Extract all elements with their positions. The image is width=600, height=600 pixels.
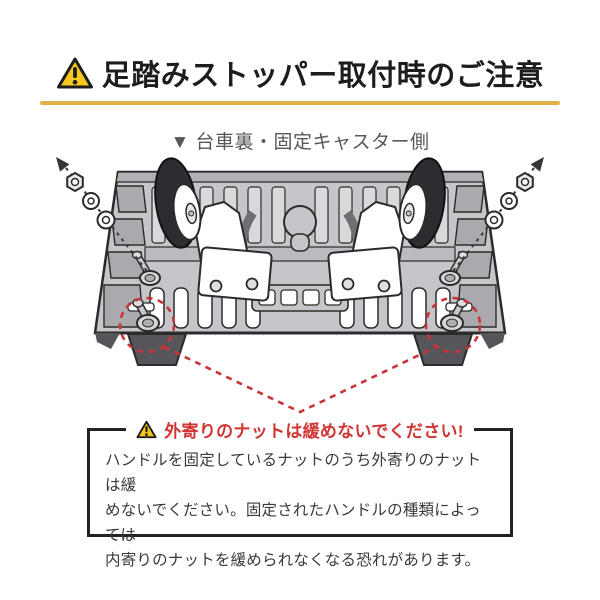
right-plate-bolt: [341, 277, 355, 291]
right-fixed-caster: [327, 157, 446, 302]
diagram-caption: ▼ 台車裏・固定キャスター側: [170, 132, 430, 153]
left-plate-bolt: [245, 277, 259, 291]
page-title: 足踏みストッパー取付時のご注意: [101, 60, 545, 92]
warning-box-title: 外寄りのナットは緩めないでください!: [164, 422, 464, 441]
hex-nut-icon: [516, 171, 534, 193]
header-underline: [40, 101, 560, 105]
right-caster-plate: [327, 246, 403, 302]
arrow-head-icon: [56, 157, 70, 172]
deck-center-boss: [283, 205, 317, 252]
warning-triangle-icon: [56, 57, 93, 89]
arrow-head-icon: [530, 157, 544, 172]
washer-icon: [82, 192, 100, 210]
hex-nut-icon: [66, 171, 84, 193]
left-plate-bolt: [209, 279, 223, 293]
outer-handle-nut-right: [440, 298, 468, 332]
washer-icon: [484, 210, 504, 230]
washer-icon: [96, 210, 116, 230]
left-fixed-caster: [154, 157, 273, 302]
corner-foot-right: [412, 333, 474, 366]
corner-wedge-left: [95, 333, 120, 349]
deck-left-rib-column: [103, 185, 147, 328]
left-caster-plate: [197, 246, 273, 302]
inner-handle-stud-left: [131, 250, 161, 286]
outer-handle-nut-left: [132, 298, 160, 332]
page-header: 足踏みストッパー取付時のご注意: [0, 50, 600, 96]
washer-icon: [500, 192, 518, 210]
right-plate-bolt: [377, 279, 391, 293]
exploded-hardware-right: [449, 157, 544, 276]
corner-foot-left: [126, 333, 188, 366]
warning-box-title-row: 外寄りのナットは緩めないでください!: [90, 417, 510, 442]
inner-handle-stud-right: [439, 250, 469, 286]
warning-box: 外寄りのナットは緩めないでください! ハンドルを固定しているナットのうち外寄りの…: [87, 417, 513, 569]
highlight-circle-left: [118, 296, 176, 354]
exploded-hardware-left: [56, 157, 151, 276]
warning-box-body: ハンドルを固定しているナットのうち外寄りのナットは緩 めないでください。固定され…: [105, 452, 482, 569]
highlight-circle-right: [424, 296, 482, 354]
cart-underside-illustration: [56, 157, 544, 414]
corner-wedge-right: [480, 333, 505, 349]
warning-triangle-icon: [136, 420, 157, 439]
highlight-pointer-lines: [163, 345, 437, 414]
